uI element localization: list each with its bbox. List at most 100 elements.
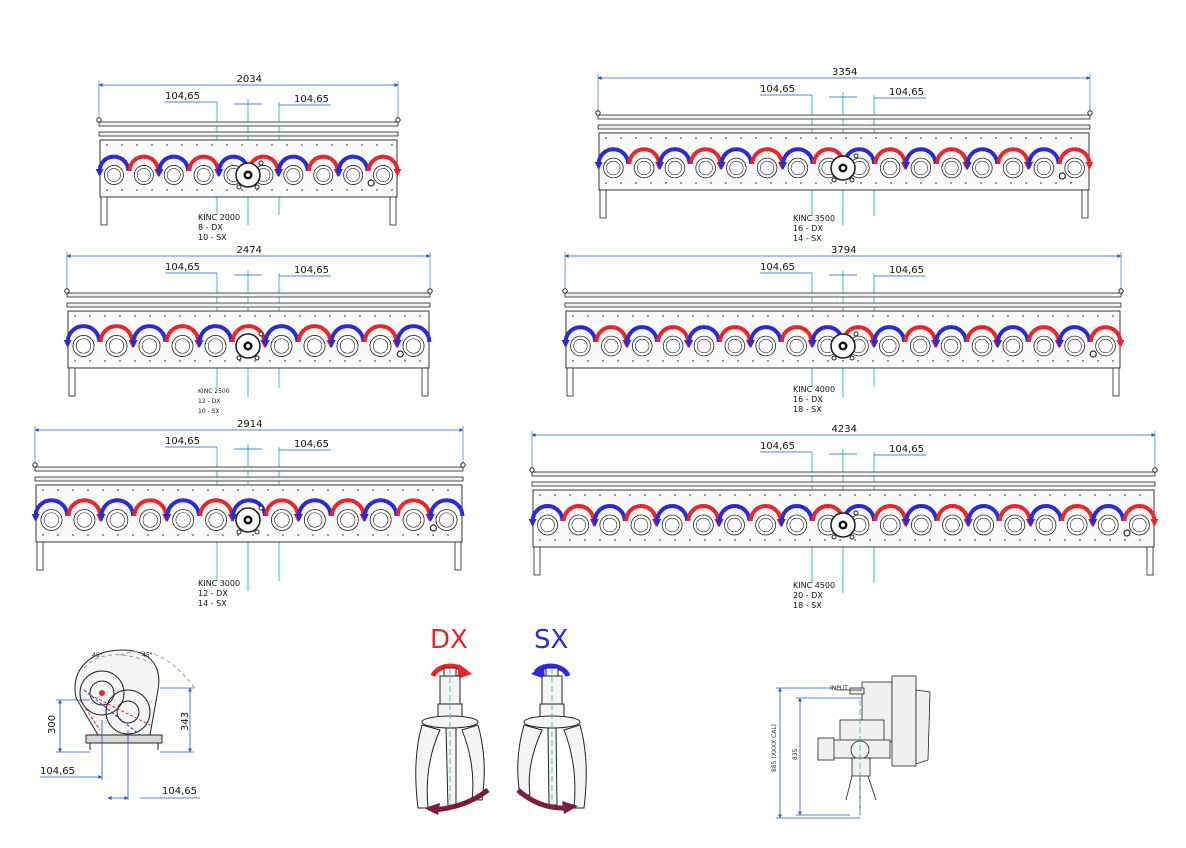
rotor	[393, 324, 432, 357]
rotor	[129, 324, 168, 357]
rotor	[996, 147, 1032, 179]
rotor	[902, 147, 938, 179]
offset-label-left: 104,65	[165, 91, 200, 102]
dx-count-label: 20 - DX	[793, 591, 823, 600]
sx-rotor-body	[517, 667, 587, 812]
side-view-drawing: 45° 45° 300 343 104,65 104,65	[40, 649, 200, 800]
rotor	[360, 498, 399, 531]
rotor	[274, 154, 310, 185]
rotor	[994, 325, 1030, 357]
drain-hole-icon	[367, 179, 375, 187]
sx-count-label: 10 - SX	[198, 233, 227, 242]
rotor	[963, 147, 1000, 179]
side-offset-label-right: 104,65	[162, 786, 197, 797]
gearbox-side-view: INPUT 885 (XXXX CAL) 835	[771, 675, 931, 819]
rotor	[934, 147, 971, 179]
rotor	[1027, 504, 1063, 536]
sx-count-label: 10 - SX	[198, 408, 220, 415]
rotor	[870, 325, 907, 357]
center-gearbox-icon	[830, 331, 859, 361]
rotor-row	[528, 504, 1159, 536]
rotor	[718, 325, 754, 357]
input-label: INPUT	[830, 685, 848, 692]
offset-label-left: 104,65	[165, 436, 200, 447]
dim-offset-side	[40, 720, 200, 800]
sx-tine-arrowhead-icon	[562, 801, 578, 814]
rotor	[163, 498, 201, 531]
dx-arrowhead-icon	[457, 664, 472, 679]
rotor	[656, 147, 692, 179]
rotor	[1025, 147, 1061, 179]
rotor	[528, 504, 565, 536]
rotor	[997, 504, 1034, 536]
width-label: 4234	[832, 424, 857, 435]
drain-hole-icon	[396, 350, 404, 358]
dx-rotor-body	[415, 667, 485, 812]
rotor	[777, 504, 814, 536]
rotor-row	[594, 147, 1094, 179]
dx-count-label: 16 - DX	[793, 395, 823, 404]
model-label: KINC 3500	[793, 214, 835, 223]
drain-hole-icon	[429, 524, 437, 532]
rotor	[1088, 325, 1125, 357]
center-gearbox-icon	[235, 160, 264, 190]
width-label: 3794	[831, 245, 856, 256]
rotor-row	[95, 154, 402, 185]
drain-hole-icon	[1123, 529, 1131, 537]
sx-count-label: 18 - SX	[793, 601, 822, 610]
rotor	[964, 504, 1001, 536]
sx-arrowhead-icon	[531, 664, 545, 679]
model-label: KINC 2000	[198, 213, 240, 222]
dx-count-label: 12 - DX	[198, 398, 220, 405]
offset-label-right: 104,65	[294, 265, 329, 276]
rotor-row	[31, 498, 465, 531]
rotor	[623, 325, 660, 357]
center-gearbox-icon	[830, 510, 859, 540]
offset-label-left: 104,65	[760, 441, 795, 452]
offset-label-left: 104,65	[165, 262, 200, 273]
rotor	[873, 147, 909, 179]
rotor	[366, 154, 402, 185]
angle-label-b: 45°	[142, 652, 153, 659]
model-label: KINC 4000	[793, 385, 835, 394]
angle-label-a: 45°	[92, 652, 103, 659]
rotor	[306, 154, 342, 185]
drain-hole-icon	[1089, 350, 1097, 358]
rotor	[779, 147, 815, 179]
offset-label-left: 104,65	[760, 84, 795, 95]
rotor-sx-view: SX	[516, 625, 587, 814]
gearbox-height-a: 885 (XXXX CAL)	[771, 724, 778, 772]
height-label-300: 300	[47, 715, 58, 734]
rotor	[594, 147, 631, 179]
width-label: 3354	[832, 67, 857, 78]
width-dimension	[564, 252, 1122, 293]
model-label: KINC 3000	[198, 579, 240, 588]
rotor	[97, 498, 136, 531]
offset-label-left: 104,65	[760, 262, 795, 273]
rotor	[1122, 504, 1159, 536]
rotor	[748, 504, 785, 536]
offset-label-right: 104,65	[889, 265, 924, 276]
center-gearbox-icon	[235, 505, 264, 535]
width-dimension	[66, 252, 431, 293]
rotor	[295, 498, 333, 531]
rotor	[327, 324, 366, 357]
dx-count-label: 16 - DX	[793, 224, 823, 233]
side-offset-label-left: 104,65	[40, 766, 75, 777]
rotor	[334, 154, 370, 185]
sx-count-label: 14 - SX	[198, 599, 227, 608]
rotor	[590, 504, 627, 536]
rotor	[932, 325, 968, 357]
rotor	[296, 324, 335, 357]
center-gearbox-icon	[235, 331, 264, 361]
width-dimension	[597, 74, 1091, 115]
rotor	[264, 498, 302, 531]
width-label: 2914	[237, 419, 262, 430]
